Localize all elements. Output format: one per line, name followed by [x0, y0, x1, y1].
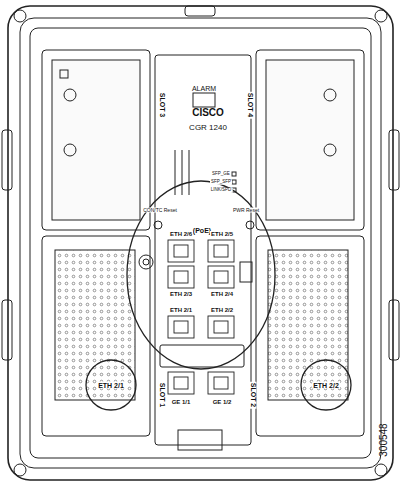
port-label: ETH 2/2 [210, 307, 234, 313]
led-label: SFP_GE [211, 172, 231, 177]
callout-port-label: ETH 2/2 [312, 382, 340, 389]
panel-label: ALARM [191, 85, 217, 92]
port-label: ETH 2/4 [210, 291, 234, 297]
slot-label: SLOT 4 [247, 92, 254, 119]
slot-label: SLOT 2 [250, 382, 257, 409]
port-label: GE 1/2 [212, 399, 233, 405]
reset-label: CON/TC Reset [142, 208, 178, 213]
slot-label: SLOT 1 [159, 382, 166, 409]
slot-label: SLOT 3 [159, 92, 166, 119]
port-label: ETH 2/3 [169, 291, 193, 297]
port-label: ETH 2/1 [169, 307, 193, 313]
callout-port-label: ETH 2/1 [97, 382, 125, 389]
led-label: SFP_SFP [210, 180, 232, 185]
port-label: ETH 2/5 [210, 231, 234, 237]
model-label: CGR 1240 [188, 124, 228, 132]
port-label: ETH 2/6 [169, 231, 193, 237]
brand-logo: CISCO [191, 108, 225, 118]
port-label: GE 1/1 [171, 399, 192, 405]
reset-label: PWR Reset [232, 208, 260, 213]
figure-number: 300548 [379, 422, 389, 457]
led-label: LINK/SPD [210, 188, 233, 193]
